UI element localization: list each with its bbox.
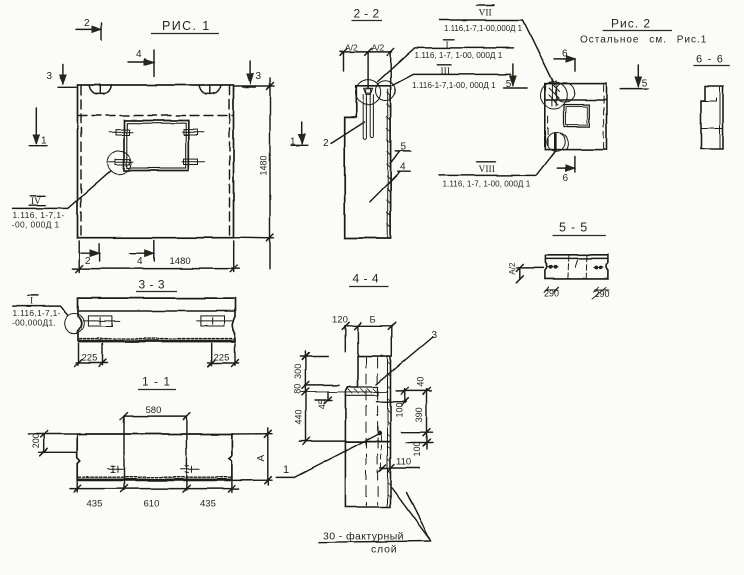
- svg-text:4 - 4: 4 - 4: [353, 272, 380, 286]
- svg-text:1480: 1480: [170, 256, 191, 267]
- svg-text:1.116, 1-7,1-: 1.116, 1-7,1-: [13, 210, 65, 220]
- svg-text:1: 1: [290, 137, 296, 148]
- svg-text:3 - 3: 3 - 3: [139, 278, 166, 292]
- svg-text:I: I: [446, 41, 449, 51]
- svg-text:Б: Б: [370, 315, 376, 326]
- svg-text:-00, 000Д 1: -00, 000Д 1: [12, 220, 60, 230]
- svg-text:VII: VII: [479, 9, 492, 19]
- svg-text:А: А: [256, 455, 267, 462]
- svg-text:слой: слой: [371, 544, 397, 556]
- svg-text:4: 4: [400, 162, 406, 173]
- svg-text:30 - фактурный: 30 - фактурный: [323, 531, 404, 543]
- svg-text:2: 2: [85, 256, 91, 267]
- svg-text:40: 40: [416, 377, 426, 387]
- svg-text:Остальное см. Рис.1: Остальное см. Рис.1: [580, 35, 707, 46]
- svg-text:100: 100: [395, 402, 405, 417]
- svg-text:3: 3: [47, 71, 53, 82]
- svg-text:5: 5: [642, 79, 648, 90]
- svg-text:225: 225: [214, 353, 230, 364]
- svg-text:1.116,1-7,1-: 1.116,1-7,1-: [13, 308, 61, 318]
- svg-text:110: 110: [396, 457, 411, 468]
- svg-text:1: 1: [283, 464, 289, 476]
- svg-text:4: 4: [136, 49, 142, 60]
- svg-text:А/2: А/2: [508, 262, 517, 275]
- svg-text:2: 2: [323, 138, 329, 149]
- svg-text:2: 2: [84, 18, 90, 29]
- svg-text:225: 225: [82, 353, 98, 364]
- svg-text:I: I: [30, 297, 33, 307]
- svg-text:IV: IV: [31, 197, 41, 207]
- svg-text:440: 440: [294, 409, 304, 424]
- svg-text:290: 290: [544, 289, 559, 299]
- svg-text:610: 610: [144, 499, 160, 510]
- svg-text:1.116, 1-7, 1-00, 000Д 1: 1.116, 1-7, 1-00, 000Д 1: [415, 51, 503, 60]
- svg-text:А/2: А/2: [345, 43, 358, 53]
- svg-text:3: 3: [256, 71, 262, 82]
- svg-text:-00,000Д1.: -00,000Д1.: [12, 317, 56, 327]
- svg-text:290: 290: [595, 289, 610, 299]
- svg-text:1.116,1-7,1-00,000Д 1: 1.116,1-7,1-00,000Д 1: [444, 24, 522, 33]
- svg-text:2 - 2: 2 - 2: [354, 7, 380, 21]
- svg-text:390: 390: [414, 407, 424, 422]
- svg-text:Рис. 2: Рис. 2: [611, 17, 651, 31]
- svg-text:435: 435: [200, 499, 216, 510]
- svg-text:3: 3: [432, 330, 438, 341]
- svg-text:580: 580: [146, 405, 162, 416]
- svg-text:300: 300: [293, 364, 303, 379]
- svg-text:А/2: А/2: [372, 43, 385, 53]
- svg-text:1.116, 1-7, 1-00, 000Д 1: 1.116, 1-7, 1-00, 000Д 1: [443, 180, 531, 189]
- svg-text:4: 4: [137, 256, 143, 267]
- svg-text:5 - 5: 5 - 5: [559, 221, 588, 235]
- svg-text:III: III: [441, 67, 451, 77]
- svg-text:VIII: VIII: [479, 165, 495, 175]
- svg-text:1 - 1: 1 - 1: [142, 375, 171, 389]
- svg-text:6: 6: [563, 173, 569, 184]
- svg-text:1480: 1480: [259, 155, 269, 175]
- svg-text:80: 80: [292, 384, 302, 394]
- svg-text:435: 435: [87, 499, 103, 510]
- svg-text:45: 45: [317, 399, 327, 409]
- svg-text:1.116-1-7,1-00, 000Д 1: 1.116-1-7,1-00, 000Д 1: [412, 81, 496, 90]
- svg-text:100: 100: [412, 441, 422, 456]
- svg-text:РИС. 1: РИС. 1: [162, 19, 211, 33]
- svg-text:6 - 6: 6 - 6: [696, 54, 724, 66]
- svg-text:120: 120: [332, 315, 348, 326]
- svg-text:200: 200: [31, 433, 41, 448]
- svg-text:1: 1: [41, 136, 47, 147]
- svg-text:5: 5: [401, 142, 407, 153]
- svg-text:5: 5: [506, 79, 512, 90]
- svg-text:6: 6: [562, 49, 568, 60]
